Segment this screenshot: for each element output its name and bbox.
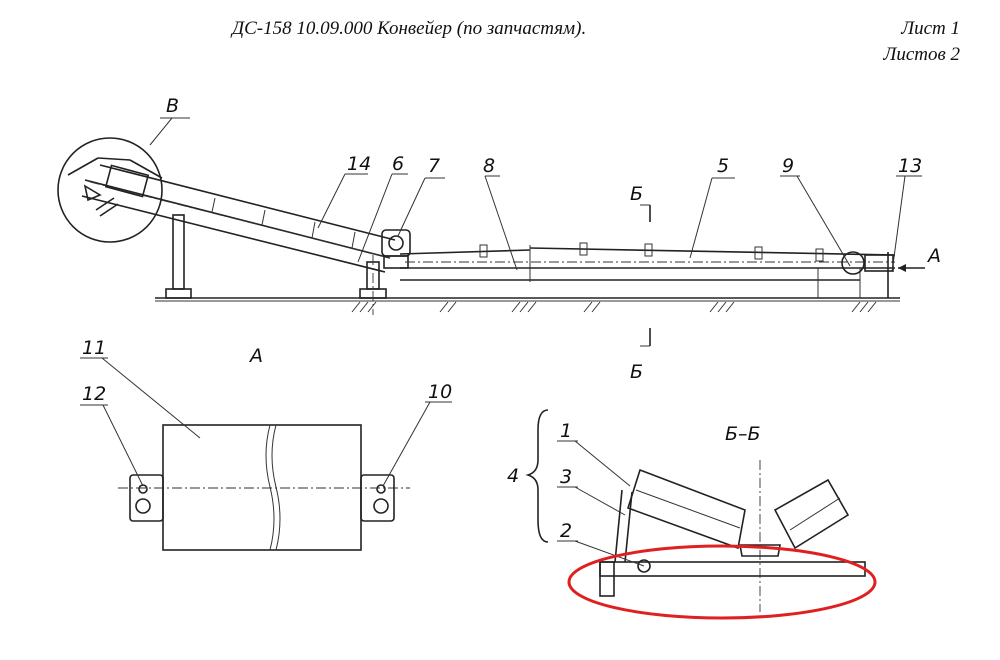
callout-3: 3 — [560, 466, 572, 488]
ground-hatching — [351, 301, 877, 313]
callout-14: 14 — [347, 153, 371, 175]
arrow-a-label: А — [926, 245, 941, 267]
right-bearing — [360, 474, 395, 522]
view-a-label: А — [248, 345, 263, 367]
conveyor-side-view: В Б Б А 14 6 7 — [57, 95, 941, 383]
callout-11: 11 — [82, 337, 106, 359]
inclined-section — [81, 164, 396, 273]
section-bb-view: Б–Б 1 3 2 4 — [507, 409, 877, 620]
drum-body — [162, 424, 362, 551]
group-brace — [525, 409, 549, 543]
callout-12: 12 — [82, 383, 106, 405]
sheet-number: Лист 1 — [901, 18, 960, 39]
right-idler-roll — [773, 478, 850, 550]
section-bb-label: Б–Б — [725, 423, 761, 445]
left-bearing — [129, 474, 164, 522]
callout-4: 4 — [507, 465, 519, 487]
frame-post — [599, 561, 615, 597]
callout-13: 13 — [898, 155, 922, 177]
support-columns — [165, 214, 387, 315]
callout-1: 1 — [560, 420, 572, 442]
drawing-title: ДС-158 10.09.000 Конвейер (по запчастям)… — [232, 18, 587, 39]
callout-8: 8 — [483, 155, 495, 177]
callout-2: 2 — [560, 520, 572, 542]
drive-unit — [381, 229, 411, 269]
callout-9: 9 — [782, 155, 794, 177]
callout-6: 6 — [392, 153, 404, 175]
detail-b — [57, 137, 163, 243]
horizontal-section — [399, 242, 896, 298]
callout-10: 10 — [428, 381, 452, 403]
center-idler-roll — [739, 544, 781, 557]
sheet-count: Листов 2 — [883, 44, 960, 65]
callout-7: 7 — [428, 155, 440, 177]
left-idler-roll — [627, 468, 746, 550]
callout-5: 5 — [717, 155, 729, 177]
tail-drum — [841, 251, 894, 298]
detail-b-label: В — [166, 95, 179, 117]
section-mark-top: Б — [630, 183, 643, 205]
section-mark-bottom: Б — [630, 361, 643, 383]
highlight-ellipse — [567, 544, 877, 620]
view-a-drum: А 11 12 10 — [80, 337, 452, 551]
